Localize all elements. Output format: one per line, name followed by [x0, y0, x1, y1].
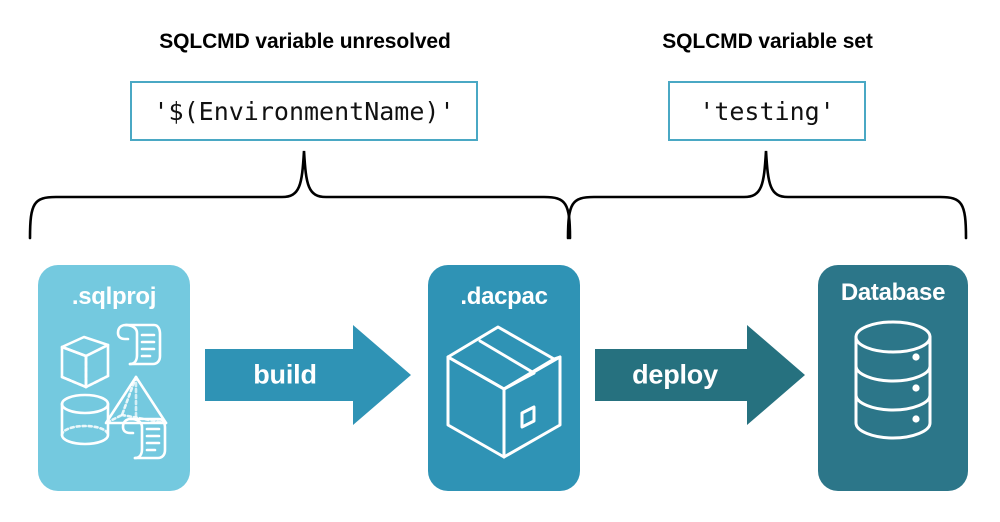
stage-box-database: Database — [818, 265, 968, 491]
dacpac-artwork — [446, 325, 562, 459]
sqlproj-artwork — [60, 323, 168, 460]
arrow-build: build — [205, 325, 413, 425]
brace-left — [28, 150, 572, 240]
code-value-box-unresolved: '$(EnvironmentName)' — [130, 81, 478, 141]
section-caption-set: SQLCMD variable set — [662, 30, 873, 53]
scroll-icon — [116, 323, 162, 366]
package-box-icon — [446, 325, 562, 459]
cube-icon — [60, 335, 110, 389]
stage-box-dacpac: .dacpac — [428, 265, 580, 491]
scroll-icon — [121, 417, 167, 460]
stage-label-dacpac: .dacpac — [460, 283, 548, 310]
code-value-box-set: 'testing' — [668, 81, 866, 141]
stage-label-database: Database — [840, 279, 946, 306]
arrow-deploy-shape — [595, 325, 805, 425]
cylinder-icon — [60, 393, 110, 446]
arrow-deploy: deploy — [595, 325, 807, 425]
stage-label-sqlproj: .sqlproj — [71, 283, 157, 310]
arrow-build-shape — [205, 325, 411, 425]
brace-right — [566, 150, 968, 240]
section-caption-unresolved: SQLCMD variable unresolved — [159, 30, 451, 53]
pyramid-icon — [104, 375, 168, 425]
stage-box-sqlproj: .sqlproj — [38, 265, 190, 491]
database-artwork — [854, 320, 932, 440]
database-cylinder-icon — [854, 320, 932, 440]
